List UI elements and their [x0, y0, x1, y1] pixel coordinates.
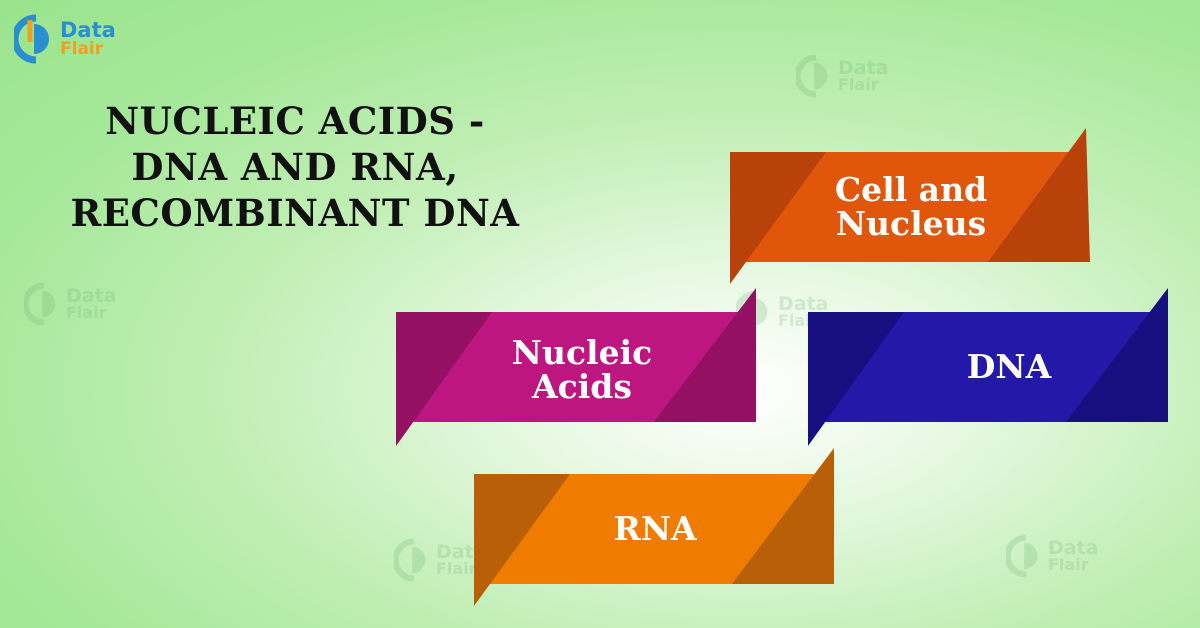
watermark-logo: Data Flair [1006, 534, 1099, 578]
watermark-text-data: Data [66, 285, 117, 308]
banner-rna-body [478, 474, 830, 584]
banner-nucleic-shape [396, 288, 756, 446]
banner-rna-label: RNA [560, 512, 750, 546]
logo-text-data: Data [60, 17, 116, 42]
watermark-text-data: Data [436, 541, 487, 564]
banner-dna-body [812, 312, 1164, 422]
banner-dna[interactable]: DNA [804, 286, 1174, 448]
watermark-text-flair: Flair [838, 75, 879, 95]
dataflair-logo[interactable]: Data Flair [14, 14, 116, 64]
watermark-text-data: Data [838, 57, 889, 80]
banner-nucleic-label: Nucleic Acids [452, 336, 712, 404]
banner-nucleic-body [400, 312, 752, 422]
banner-nucleic-left-fold [396, 312, 492, 446]
watermark-logo: Data Flair [796, 54, 889, 98]
watermark-logo-icon [394, 538, 426, 582]
watermark-logo-icon [24, 282, 56, 326]
banner-rna-line-1: RNA [613, 509, 697, 548]
banner-cell-left-fold [730, 152, 826, 284]
banner-nucleic-acids[interactable]: Nucleic Acids [392, 286, 762, 448]
banner-cell-shape [730, 128, 1090, 284]
dataflair-logo-icon [14, 14, 49, 64]
banner-nucleic-line-2: Acids [532, 367, 632, 406]
banner-rna-right-fold [732, 448, 834, 584]
watermark-text-data: Data [778, 293, 829, 316]
banner-dna-shape [808, 288, 1168, 446]
banner-cell-body [734, 152, 1086, 262]
watermark-text-flair: Flair [66, 303, 107, 323]
title-line-2: DNA AND RNA, [131, 145, 459, 189]
banner-nucleic-right-fold [654, 288, 756, 422]
banner-dna-left-fold [808, 312, 904, 446]
banner-dna-line-1: DNA [966, 347, 1052, 386]
watermark-text-flair: Flair [1048, 555, 1089, 575]
watermark-logo: Data Flair [394, 538, 487, 582]
watermark-logo-icon [796, 54, 828, 98]
banner-cell-right-fold [988, 128, 1090, 262]
banner-rna-left-fold [474, 474, 570, 606]
banner-rna[interactable]: RNA [470, 448, 840, 610]
banner-cell-label: Cell and Nucleus [786, 173, 1036, 241]
banner-rna-shape [474, 448, 834, 606]
watermark-text-flair: Flair [436, 559, 477, 579]
logo-text-flair: Flair [60, 38, 104, 59]
watermark-logo: Data Flair [24, 282, 117, 326]
page-title: NUCLEIC ACIDS - DNA AND RNA, RECOMBINANT… [60, 98, 530, 236]
watermark-logo-icon [1006, 534, 1038, 578]
banner-nucleic-line-1: Nucleic [511, 333, 653, 372]
banner-dna-right-fold [1066, 288, 1168, 422]
watermark-text-data: Data [1048, 537, 1099, 560]
banner-cell-line-2: Nucleus [835, 204, 987, 243]
title-line-1: NUCLEIC ACIDS - [105, 99, 485, 143]
banner-cell-line-1: Cell and [834, 170, 988, 209]
title-line-3: RECOMBINANT DNA [70, 191, 520, 235]
banner-dna-label: DNA [914, 350, 1104, 384]
banner-cell-and-nucleus[interactable]: Cell and Nucleus [726, 126, 1096, 286]
